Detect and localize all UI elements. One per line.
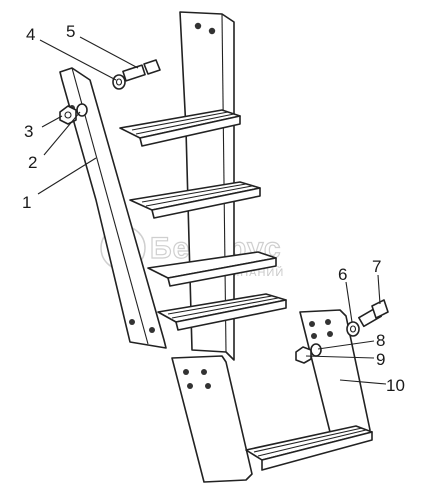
leader-lines bbox=[37, 36, 387, 385]
callout-7: 7 bbox=[372, 257, 381, 276]
washer-part-8 bbox=[310, 343, 322, 357]
washer-part-4 bbox=[112, 74, 126, 90]
bolt-part-5 bbox=[122, 59, 161, 82]
upper-step-4 bbox=[157, 293, 287, 331]
callout-9: 9 bbox=[376, 350, 385, 369]
callout-4: 4 bbox=[26, 25, 35, 44]
callout-3: 3 bbox=[24, 122, 33, 141]
callout-1: 1 bbox=[22, 193, 31, 212]
washer-part-6 bbox=[346, 321, 360, 337]
callout-5: 5 bbox=[66, 22, 75, 41]
callout-2: 2 bbox=[28, 153, 37, 172]
callout-8: 8 bbox=[376, 331, 385, 350]
nut-part-9 bbox=[295, 346, 312, 364]
bolt-part-7 bbox=[358, 299, 389, 328]
upper-step-1 bbox=[119, 109, 241, 147]
callout-labels: 1 2 3 4 5 6 7 8 9 10 bbox=[22, 22, 405, 395]
lower-ladder-part-10 bbox=[171, 309, 373, 483]
callout-6: 6 bbox=[338, 265, 347, 284]
nut-part-3 bbox=[59, 105, 77, 125]
upper-step-3 bbox=[147, 251, 277, 287]
callout-10: 10 bbox=[386, 376, 405, 395]
upper-step-2 bbox=[129, 181, 261, 219]
